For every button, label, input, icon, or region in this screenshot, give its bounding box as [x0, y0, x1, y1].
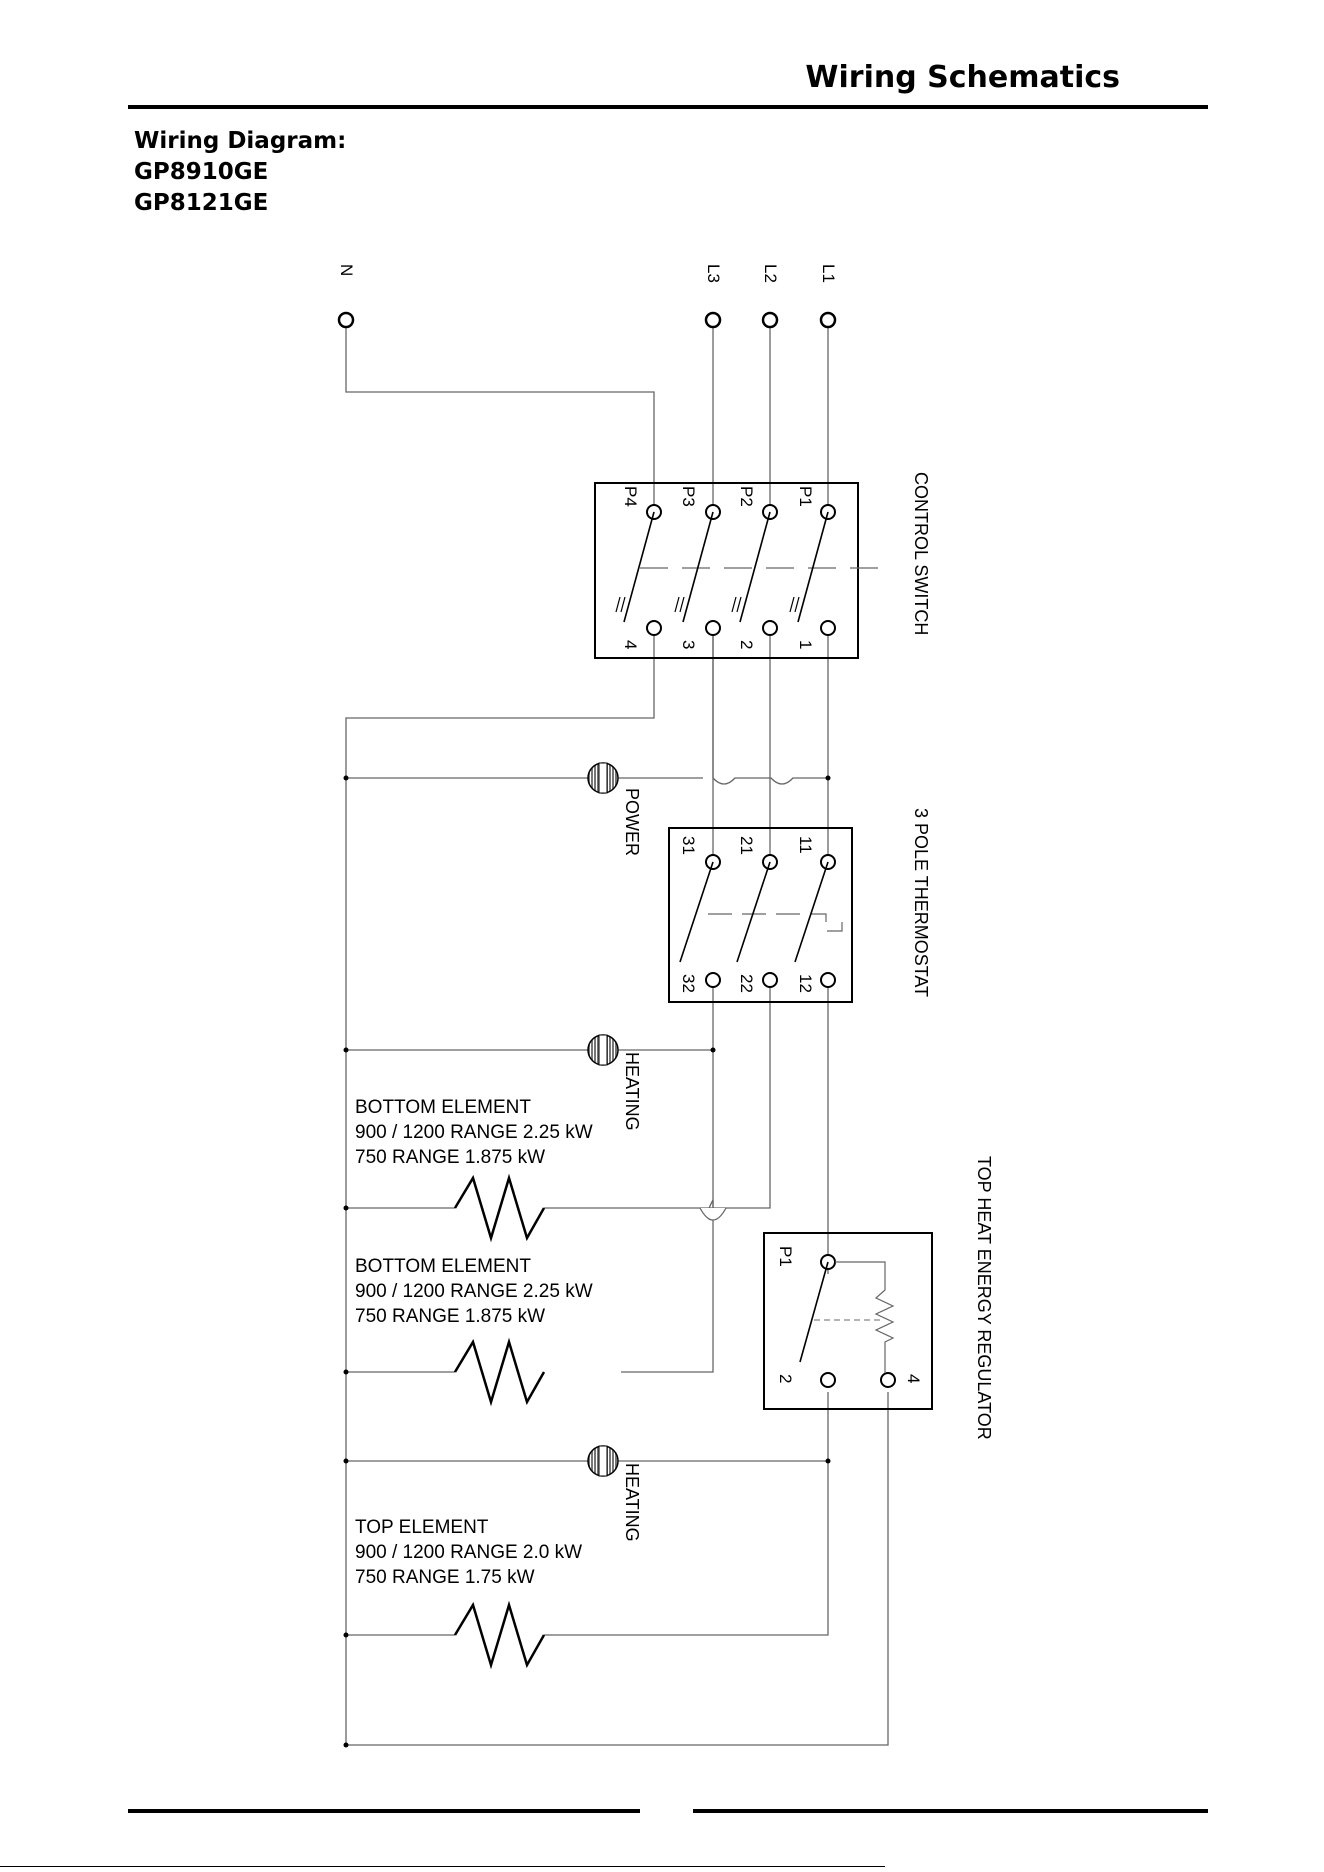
switch-terminal-p1: P1 [796, 486, 815, 507]
diagram-heading: Wiring Diagram: GP8910GE GP8121GE [134, 126, 346, 219]
top-element-title: TOP ELEMENT [355, 1517, 489, 1538]
bottom-element-1-title: BOTTOM ELEMENT [355, 1097, 531, 1118]
crossover-hops [699, 1207, 727, 1221]
supply-terminals [337, 311, 837, 329]
energy-regulator: P1 2 4 TOP HEAT ENERGY REGULATOR [763, 1156, 994, 1440]
wire-reg-4-return [346, 1392, 889, 1746]
lamp-power [587, 762, 619, 794]
element-labels: BOTTOM ELEMENT 900 / 1200 RANGE 2.25 kW … [355, 1097, 593, 1588]
bottom-element-2-spec-b: 750 RANGE 1.875 kW [355, 1306, 545, 1327]
footer-rule-right [693, 1809, 1208, 1813]
wire-switch-3-out [712, 628, 828, 785]
bottom-element-1-spec-a: 900 / 1200 RANGE 2.25 kW [355, 1122, 593, 1143]
thermostat-terminal-22: 22 [737, 974, 756, 993]
junction-dots [343, 775, 831, 1748]
regulator-contact [799, 1261, 829, 1363]
terminal-label-l1: L1 [819, 264, 838, 283]
top-element-spec-a: 900 / 1200 RANGE 2.0 kW [355, 1542, 582, 1563]
thermostat-terminal-32: 32 [679, 974, 698, 993]
resistor-top-element [453, 1600, 546, 1670]
wires [345, 320, 889, 1746]
bottom-element-1-spec-b: 750 RANGE 1.875 kW [355, 1147, 545, 1168]
thermostat: 31 21 11 32 22 12 3 POLE THERMOSTAT [668, 808, 931, 1003]
switch-terminal-p2: P2 [737, 486, 756, 507]
control-switch-box [594, 482, 859, 659]
control-switch-label: CONTROL SWITCH [911, 472, 931, 635]
thermostat-box [668, 827, 853, 1003]
terminal-label-l3: L3 [704, 264, 723, 283]
top-element-spec-b: 750 RANGE 1.75 kW [355, 1567, 535, 1588]
thermostat-terminal-21: 21 [737, 836, 756, 855]
heading-line-1: Wiring Diagram: [134, 128, 347, 154]
header-rule [128, 105, 1208, 109]
footer-rule-left [128, 1809, 640, 1813]
lamp-heating-1-label: HEATING [622, 1052, 642, 1131]
thermostat-terminal-31: 31 [679, 836, 698, 855]
junction-dot [343, 1205, 349, 1211]
junction-dot [710, 1047, 716, 1053]
junction-dot [343, 1047, 349, 1053]
control-switch: P4 P3 P2 P1 4 3 2 1 CONTROL SWITCH [594, 472, 931, 659]
thermostat-terminal-11: 11 [796, 836, 815, 854]
resistor-symbols [453, 1173, 546, 1670]
switch-terminal-p4: P4 [621, 486, 640, 507]
regulator-heater-coil [835, 1261, 895, 1373]
terminal-l1 [819, 311, 837, 329]
regulator-terminal-2: 2 [776, 1374, 795, 1383]
junction-dot [343, 775, 349, 781]
hop-bottom-element [699, 1207, 727, 1221]
switch-terminal-1: 1 [796, 640, 815, 649]
wire-reg-2-out [544, 1392, 829, 1636]
thermostat-terminal-12: 12 [796, 974, 815, 993]
supply-terminal-labels: N L3 L2 L1 [337, 264, 838, 283]
lamp-heating-2 [587, 1445, 619, 1477]
lamp-heating-1 [587, 1034, 619, 1066]
junction-dot [825, 775, 831, 781]
switch-terminal-4: 4 [621, 640, 640, 649]
junction-dot [343, 1632, 349, 1638]
resistor-bottom-element-2 [453, 1337, 546, 1407]
wire-switch-4-out [345, 628, 655, 1745]
regulator-terminal-4: 4 [904, 1374, 923, 1383]
wire-th22 [544, 980, 771, 1209]
switch-terminal-3: 3 [679, 640, 698, 649]
thermostat-linkage [708, 913, 843, 932]
page-title: Wiring Schematics [805, 60, 1120, 95]
junction-dot [825, 1458, 831, 1464]
junction-dot [343, 1458, 349, 1464]
bottom-element-2-spec-a: 900 / 1200 RANGE 2.25 kW [355, 1281, 593, 1302]
terminal-n [337, 311, 355, 329]
bottom-edge-line [0, 1866, 885, 1867]
regulator-box [763, 1232, 933, 1410]
terminal-l3 [704, 311, 722, 329]
wire-neutral [345, 320, 655, 512]
bottom-element-2-title: BOTTOM ELEMENT [355, 1256, 531, 1277]
lamp-heating-2-label: HEATING [622, 1463, 642, 1542]
heading-line-2: GP8910GE [134, 159, 269, 185]
wire-th32 [621, 980, 714, 1373]
regulator-terminal-p1: P1 [776, 1246, 795, 1267]
heading-line-3: GP8121GE [134, 190, 269, 216]
thermostat-label: 3 POLE THERMOSTAT [911, 808, 931, 997]
terminal-l2 [761, 311, 779, 329]
switch-terminal-2: 2 [737, 640, 756, 649]
resistor-bottom-element-1 [453, 1173, 546, 1243]
terminal-label-l2: L2 [761, 264, 780, 283]
lamp-power-label: POWER [622, 788, 642, 856]
switch-terminal-p3: P3 [679, 486, 698, 507]
junction-dot [343, 1369, 349, 1375]
terminal-label-n: N [337, 264, 356, 276]
junction-dot [343, 1742, 349, 1748]
regulator-label: TOP HEAT ENERGY REGULATOR [974, 1156, 994, 1440]
